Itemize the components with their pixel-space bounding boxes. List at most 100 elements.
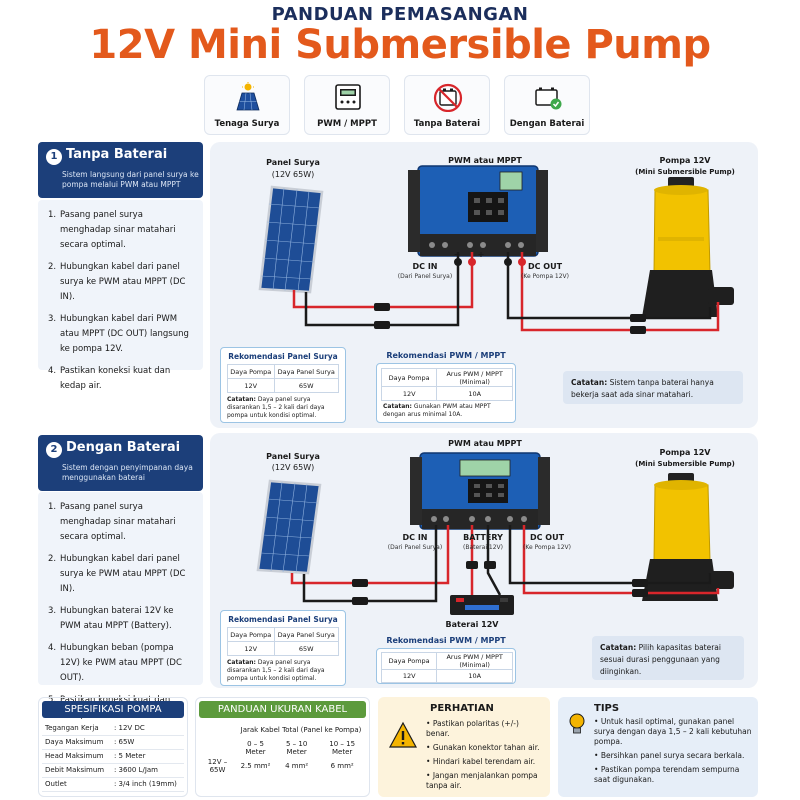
section1-header: 1 Tanpa Baterai Sistem langsung dari pan… xyxy=(38,142,203,198)
section2-note: Catatan: Pilih kapasitas baterai sesuai … xyxy=(592,636,744,680)
rec-panel-note: Catatan: Daya panel surya disarankan 1,5… xyxy=(227,396,325,419)
cable-title: PANDUAN UKURAN KABEL xyxy=(199,701,366,718)
panel-spec: (12V 65W) xyxy=(271,463,315,472)
battery xyxy=(450,595,514,615)
panel-label: Panel Surya xyxy=(266,158,320,167)
panel-spec: (12V 65W) xyxy=(271,170,315,179)
feature-no-battery: Tanpa Baterai xyxy=(404,75,490,135)
no-battery-icon xyxy=(433,83,463,112)
section2-header: 2 Dengan Baterai Sistem dengan penyimpan… xyxy=(38,435,203,491)
panel-label: Panel Surya xyxy=(266,452,320,461)
step-item: 3.Hubungkan baterai 12V ke PWM atau MPPT… xyxy=(48,606,174,631)
page-title: 12V Mini Submersible Pump xyxy=(89,22,711,68)
lightbulb-icon xyxy=(569,713,585,734)
tips-item: • Untuk hasil optimal, gunakan panel sur… xyxy=(594,717,752,746)
tips-item: • Bersihkan panel surya secara berkala. xyxy=(594,751,745,760)
feature-label: Dengan Baterai xyxy=(509,119,585,129)
battery-label: Baterai 12V xyxy=(445,620,499,629)
minus-sign: − xyxy=(453,250,461,259)
tips-item: • Pastikan pompa terendam sempurna saat … xyxy=(594,765,740,784)
submersible-pump xyxy=(642,177,734,317)
feature-label: PWM / MPPT xyxy=(317,119,377,129)
header-subtitle: PANDUAN PEMASANGAN xyxy=(271,4,529,25)
battery-check-icon xyxy=(535,87,562,110)
rec-pwm-title: Rekomendasi PWM / MPPT xyxy=(386,351,506,360)
spec-row: Outlet: 3/4 inch (19mm) xyxy=(42,777,184,792)
feature-solar: Tenaga Surya xyxy=(204,75,290,135)
spec-row: Daya Maksimum: 65W xyxy=(42,735,184,750)
section-title: Tanpa Baterai xyxy=(66,147,168,162)
charge-controller xyxy=(410,452,550,530)
charge-controller xyxy=(408,165,548,257)
section1-note: Catatan: Sistem tanpa baterai hanya beke… xyxy=(563,371,743,404)
feature-with-battery: Dengan Baterai xyxy=(504,75,590,135)
dc-in-label: DC IN xyxy=(402,533,428,542)
charge-controller-icon xyxy=(335,84,361,110)
controller-label: PWM atau MPPT xyxy=(448,156,522,165)
spec-table: Tegangan Kerja: 12V DC Daya Maksimum: 65… xyxy=(42,721,184,792)
dc-in-label: DC IN xyxy=(412,262,438,271)
warning-item: • Jangan menjalankan pompa tanpa air. xyxy=(426,771,538,790)
solar-panel xyxy=(258,185,324,294)
tips-list: • Untuk hasil optimal, gunakan panel sur… xyxy=(594,717,752,789)
step-item: 4.Hubungkan beban (pompa 12V) ke PWM ata… xyxy=(48,643,182,683)
section1-steps: 1.Pasang panel surya menghadap sinar mat… xyxy=(38,200,203,391)
battery-terminal-sub: (Baterai 12V) xyxy=(463,544,503,551)
warning-title: PERHATIAN xyxy=(430,703,494,714)
tips-title: TIPS xyxy=(594,703,620,714)
rec-pwm-note: Catatan: Gunakan PWM atau MPPT dengan ar… xyxy=(383,403,491,418)
feature-label: Tanpa Baterai xyxy=(413,119,481,129)
dc-out-label: DC OUT xyxy=(529,533,565,542)
warning-list: • Pastikan polaritas (+/-) benar. • Guna… xyxy=(426,719,544,795)
step-item: 2.Hubungkan kabel dari panel surya ke PW… xyxy=(48,262,186,302)
rec-panel-title: Rekomendasi Panel Surya xyxy=(228,352,338,361)
dc-out-sub: (Ke Pompa 12V) xyxy=(521,273,569,280)
dc-in-sub: (Dari Panel Surya) xyxy=(397,273,453,280)
warning-triangle-icon xyxy=(388,721,418,748)
cable-subtitle: Jarak Kabel Total (Panel ke Pompa) xyxy=(240,726,362,734)
warning-item: • Gunakan konektor tahan air. xyxy=(426,743,540,752)
cable-table: Jarak Kabel Total (Panel ke Pompa) 0 – 5… xyxy=(199,721,366,775)
diagram1-wiring xyxy=(258,165,734,334)
step-item: 2.Hubungkan kabel dari panel surya ke PW… xyxy=(48,554,186,594)
spec-row: Head Maksimum: 5 Meter xyxy=(42,749,184,764)
solar-panel-sun-icon xyxy=(236,82,260,111)
cable-card: PANDUAN UKURAN KABEL Jarak Kabel Total (… xyxy=(195,697,370,797)
pump-spec: (Mini Submersible Pump) xyxy=(635,168,735,176)
spec-card: SPESIFIKASI POMPA Tegangan Kerja: 12V DC… xyxy=(38,697,188,797)
rec-panel-note: Catatan: Daya panel surya disarankan 1,5… xyxy=(227,659,325,682)
rec-pwm-title: Rekomendasi PWM / MPPT xyxy=(386,636,506,645)
feature-label: Tenaga Surya xyxy=(214,119,280,129)
section-title: Dengan Baterai xyxy=(66,440,181,455)
pump-label: Pompa 12V xyxy=(659,156,711,165)
dc-in-sub: (Dari Panel Surya) xyxy=(387,544,443,551)
warning-card: PERHATIAN • Pastikan polaritas (+/-) ben… xyxy=(378,697,550,797)
feature-controller: PWM / MPPT xyxy=(304,75,390,135)
section-number: 1 xyxy=(46,149,62,165)
plus-sign: + xyxy=(477,250,485,259)
dc-out-label: DC OUT xyxy=(527,262,563,271)
section-description: Sistem dengan penyimpanan daya menggunak… xyxy=(62,463,193,482)
section2-steps: 1.Pasang panel surya menghadap sinar mat… xyxy=(38,492,203,720)
step-item: 1.Pasang panel surya menghadap sinar mat… xyxy=(48,210,176,250)
rec-panel-title: Rekomendasi Panel Surya xyxy=(228,615,338,624)
warning-item: • Pastikan polaritas (+/-) benar. xyxy=(426,719,519,738)
step-item: 3.Hubungkan kabel dari PWM atau MPPT (DC… xyxy=(48,314,189,354)
section-description: Sistem langsung dari panel surya ke pomp… xyxy=(62,170,199,189)
warning-item: • Hindari kabel terendam air. xyxy=(426,757,536,766)
controller-label: PWM atau MPPT xyxy=(448,439,522,448)
dc-out-sub: (Ke Pompa 12V) xyxy=(523,544,571,551)
spec-title: SPESIFIKASI POMPA xyxy=(42,701,184,718)
diagram2-wiring xyxy=(256,452,734,615)
submersible-pump xyxy=(642,473,734,601)
section-number: 2 xyxy=(46,442,62,458)
step-item: 1.Pasang panel surya menghadap sinar mat… xyxy=(48,502,176,542)
